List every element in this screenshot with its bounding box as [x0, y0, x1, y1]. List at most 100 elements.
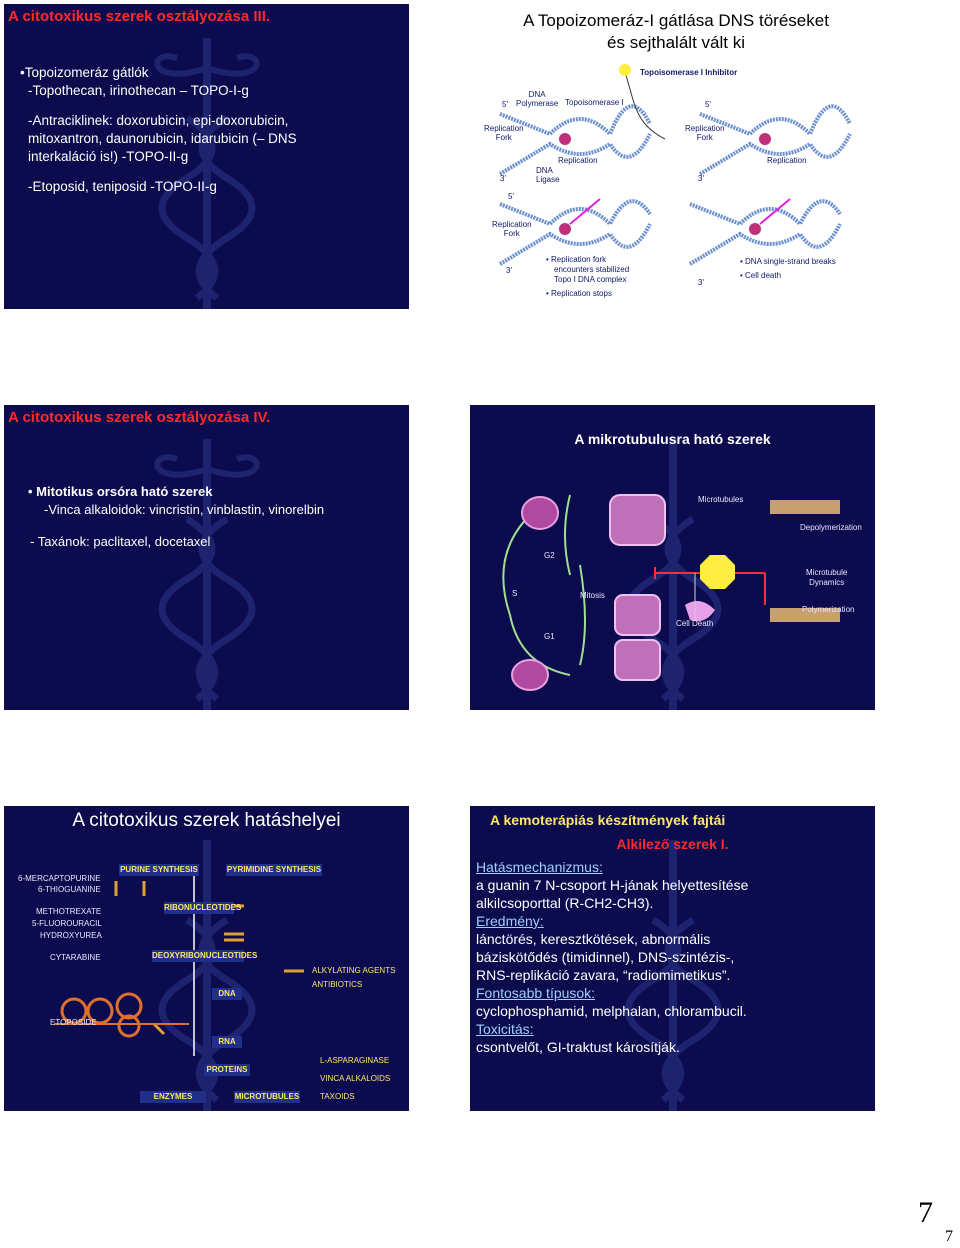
text-line: cyclophosphamid, melphalan, chlorambucil…	[476, 1003, 747, 1019]
box-rna: RNA	[212, 1036, 242, 1048]
text-line: - Taxánok: paclitaxel, docetaxel	[30, 534, 211, 549]
heading-result: Eredmény:	[476, 913, 544, 929]
slide-topoisomerase-inhibitors: A citotoxikus szerek osztályozása III. •…	[4, 4, 409, 309]
slide-title: A citotoxikus szerek hatáshelyei	[72, 810, 341, 831]
label-5-prime: 5'	[705, 100, 711, 109]
text-line: RNS-replikáció zavara, “radiomimetikus”.	[476, 967, 731, 983]
chromosome-icon	[117, 1014, 141, 1038]
drug-label: ETOPOSIDE	[50, 1018, 97, 1027]
label-g2: G2	[544, 551, 555, 560]
slide-topo-diagram: A Topoizomeráz-I gátlása DNS töréseket é…	[470, 4, 882, 309]
cell-icon	[614, 594, 661, 636]
slide-title: A citotoxikus szerek osztályozása III.	[8, 8, 271, 25]
inhibitor-icon	[619, 64, 631, 76]
label-3-prime: 3'	[698, 278, 704, 287]
drug-label: 6-MERCAPTOPURINE	[18, 874, 101, 883]
label-cell-death: Cell Death	[676, 619, 714, 628]
page-number: 7	[918, 1196, 933, 1229]
bullet-heading: • Mitotikus orsóra ható szerek	[28, 484, 213, 499]
label-g1: G1	[544, 632, 555, 641]
label-replication: Replication	[767, 156, 807, 165]
label-polymerization: Polymerization	[802, 605, 855, 614]
drug-label: 5-FLUOROURACIL	[32, 919, 102, 928]
slide-title: A kemoterápiás készítmények fajtái	[490, 812, 726, 828]
label-replication: Replication	[558, 156, 598, 165]
topo-complex-icon	[559, 223, 571, 235]
drug-label: HYDROXYUREA	[40, 931, 102, 940]
label-inhibitor: Topoisomerase I Inhibitor	[640, 68, 738, 77]
box-pyrimidine-synthesis: PYRIMIDINE SYNTHESIS	[226, 864, 322, 876]
label-depolymerization: Depolymerization	[800, 523, 862, 532]
slide-title: A citotoxikus szerek osztályozása IV.	[8, 409, 271, 426]
text-line: báziskötődés (timidinnel), DNS-szintézis…	[476, 949, 735, 965]
box-dna: DNA	[212, 988, 242, 1000]
text-line: -Antraciklinek: doxorubicin, epi-doxorub…	[28, 113, 289, 128]
label-3-prime: 3'	[506, 266, 512, 275]
label-5-prime: 5'	[502, 100, 508, 109]
cell-icon	[609, 494, 666, 546]
microtubule-icon	[770, 608, 840, 622]
label-3-prime: 3'	[500, 174, 506, 183]
text-line: alkilcsoporttal (R-CH2-CH3).	[476, 895, 654, 911]
caduceus-watermark-icon	[624, 840, 721, 1111]
bullet-heading: •Topoizomeráz gátlók	[20, 65, 149, 80]
box-ribonucleotides: RIBONUCLEOTIDES	[164, 902, 242, 914]
label-topoisomerase: Topoisomerase I	[565, 98, 624, 107]
page-number-small: 7	[945, 1228, 953, 1245]
text-line: a guanin 7 N-csoport H-jának helyettesít…	[476, 877, 749, 893]
text-line: mitoxantron, daunorubicin, idarubicin (–…	[28, 131, 297, 146]
drug-label: L-ASPARAGINASE	[320, 1056, 390, 1065]
drug-label: ANTIBIOTICS	[312, 980, 363, 989]
bullets-right: • DNA single-strand breaks • Cell death	[740, 257, 836, 280]
slide-title: A mikrotubulusra ható szerek	[574, 431, 771, 447]
topo-complex-icon	[759, 133, 771, 145]
caduceus-watermark-icon	[153, 439, 260, 710]
slide-microtubule-agents: A mikrotubulusra ható szerek Microtubule…	[470, 405, 875, 710]
label-3-prime: 3'	[698, 174, 704, 183]
title-line: A Topoizomeráz-I gátlása DNS töréseket	[523, 11, 829, 30]
caduceus-watermark-icon	[153, 38, 260, 309]
slide-mitotic-spindle: A citotoxikus szerek osztályozása IV. • …	[4, 405, 409, 710]
drug-label: CYTARABINE	[50, 953, 101, 962]
heading-toxicity: Toxicitás:	[476, 1021, 534, 1037]
topo-complex-icon	[749, 223, 761, 235]
slide-sites-of-action: A citotoxikus szerek hatáshelyei PURINE …	[4, 806, 409, 1111]
stop-sign-icon	[700, 555, 735, 589]
cell-icon	[614, 639, 661, 681]
text-line: lánctörés, keresztkötések, abnormális	[476, 931, 711, 947]
label-mitosis: Mitosis	[580, 591, 605, 600]
slide-subtitle: Alkilező szerek I.	[616, 836, 729, 852]
microtubule-icon	[770, 500, 840, 514]
box-purine-synthesis: PURINE SYNTHESIS	[119, 864, 199, 876]
drug-label: VINCA ALKALOIDS	[320, 1074, 391, 1083]
heading-mechanism: Hatásmechanizmus:	[476, 859, 603, 875]
cell-icon	[511, 659, 549, 691]
slide-title: A Topoizomeráz-I gátlása DNS töréseket é…	[470, 10, 882, 54]
label-5-prime: 5'	[508, 192, 514, 201]
cell-icon	[521, 496, 559, 530]
label-s: S	[512, 589, 518, 598]
topo-complex-icon	[559, 133, 571, 145]
drug-label: ALKYLATING AGENTS	[312, 966, 396, 975]
slide-alkylating-agents: A kemoterápiás készítmények fajtái Alkil…	[470, 806, 875, 1111]
chromosome-icon	[115, 992, 143, 1020]
box-proteins: PROTEINS	[204, 1064, 250, 1076]
text-line: -Etoposid, teniposid -TOPO-II-g	[28, 179, 217, 194]
box-enzymes: ENZYMES	[140, 1091, 206, 1103]
pathway-diagram	[54, 876, 304, 1056]
box-microtubules: MICROTUBULES	[234, 1091, 300, 1103]
drug-label: 6-THIOGUANINE	[38, 885, 101, 894]
text-line: interkaláció is!) -TOPO-II-g	[28, 149, 189, 164]
drug-label: TAXOIDS	[320, 1092, 355, 1101]
cell-cycle-diagram	[502, 494, 840, 691]
text-line: -Vinca alkaloidok: vincristin, vinblasti…	[44, 502, 325, 517]
text-line: -Topothecan, irinothecan – TOPO-I-g	[28, 83, 249, 98]
label-microtubules: Microtubules	[698, 495, 744, 504]
drug-label: METHOTREXATE	[36, 907, 102, 916]
